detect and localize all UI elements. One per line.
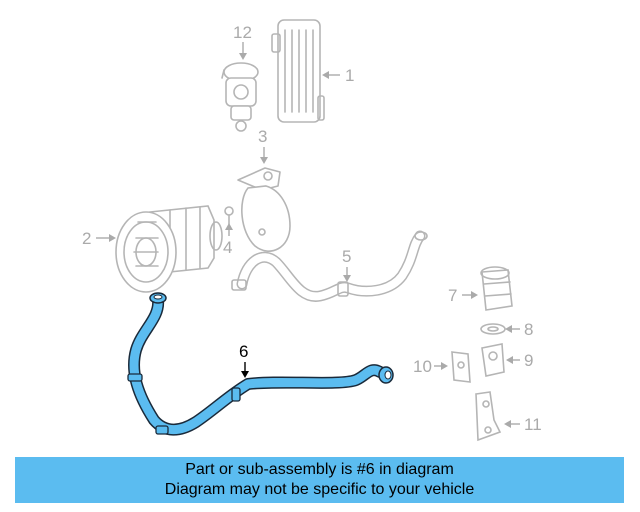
callout-11-label: 11 — [524, 415, 542, 434]
callout-12: 12 — [233, 23, 252, 60]
banner-line-1: Part or sub-assembly is #6 in diagram — [185, 461, 454, 478]
part-2-air-pump — [115, 205, 223, 293]
part-12-valve — [221, 62, 259, 132]
callout-9: 9 — [506, 351, 533, 370]
callout-11: 11 — [504, 415, 542, 434]
callout-6-label: 6 — [239, 342, 248, 361]
callout-4-label: 4 — [223, 238, 232, 257]
callout-5-label: 5 — [342, 247, 351, 266]
part-9-fitting — [481, 343, 505, 377]
callout-1: 1 — [322, 66, 354, 85]
callout-8-label: 8 — [524, 320, 533, 339]
part-1-housing — [271, 19, 325, 123]
info-banner: Part or sub-assembly is #6 in diagram Di… — [15, 457, 624, 503]
callout-1-label: 1 — [345, 66, 354, 85]
callout-10-label: 10 — [413, 357, 432, 376]
banner-line-2: Diagram may not be specific to your vehi… — [164, 481, 475, 498]
callout-2: 2 — [82, 229, 116, 248]
part-5-hose — [231, 230, 428, 302]
callout-4: 4 — [223, 223, 233, 257]
callout-8: 8 — [505, 320, 533, 339]
callout-6: 6 — [239, 342, 249, 378]
callout-3-label: 3 — [258, 127, 267, 146]
callout-3: 3 — [258, 127, 268, 164]
callout-7: 7 — [448, 286, 478, 305]
part-6-hose — [127, 292, 394, 436]
part-10-clip — [451, 351, 471, 383]
part-11-bracket — [475, 391, 502, 442]
callout-2-label: 2 — [82, 229, 91, 248]
callout-12-label: 12 — [233, 23, 252, 42]
callout-10: 10 — [413, 357, 448, 376]
part-8-gasket — [480, 323, 506, 335]
callout-9-label: 9 — [524, 351, 533, 370]
part-7-connector — [480, 266, 513, 311]
callout-5: 5 — [342, 247, 351, 282]
part-3-bracket — [237, 167, 291, 252]
callout-7-label: 7 — [448, 286, 457, 305]
part-4-bolt — [224, 206, 234, 225]
